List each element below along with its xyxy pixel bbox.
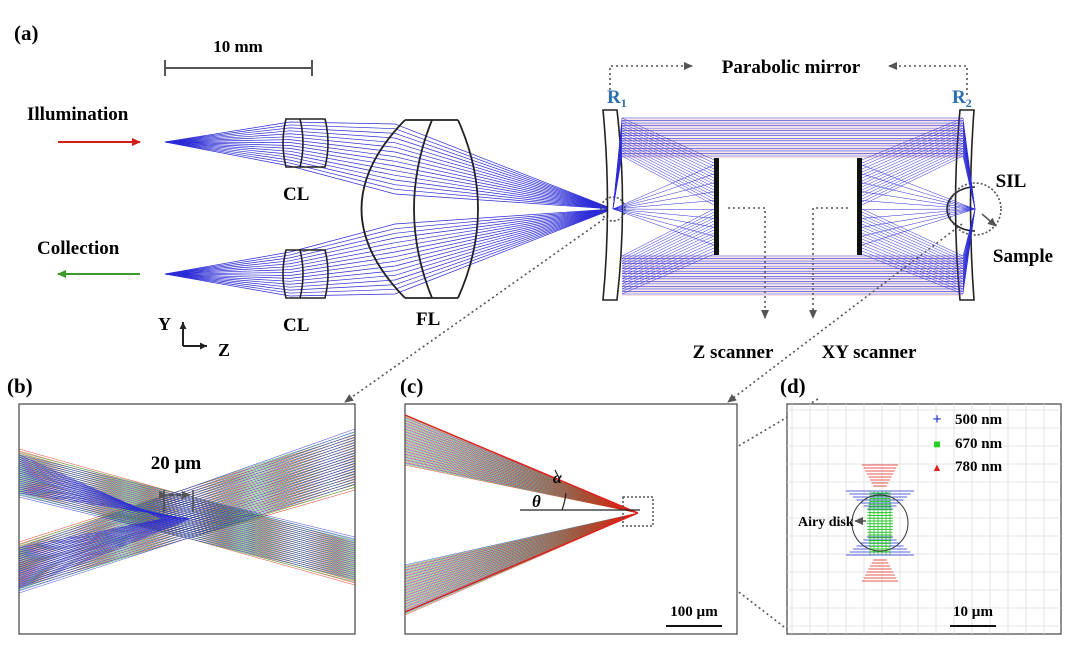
cylindrical-lens-top (282, 118, 329, 168)
theta-label: θ (532, 492, 541, 511)
panel-d-frame (786, 403, 1062, 635)
legend-label-670nm: 670 nm (955, 436, 1003, 452)
legend-d: + 500 nm ■ 670 nm ▲ 780 nm (932, 411, 1003, 475)
cylindrical-lens-bottom (282, 249, 329, 299)
axes-indicator (179, 322, 207, 350)
cl-label-top: CL (283, 184, 309, 205)
z-scanner-mirror (714, 158, 719, 255)
width-label-b: 20 µm (151, 453, 202, 474)
ray-fan-a (164, 121, 614, 297)
r1-label: R1 (607, 87, 627, 110)
panel-c-frame (404, 403, 738, 635)
scale-label-c: 100 µm (670, 604, 718, 620)
parabolic-mirror-label: Parabolic mirror (722, 57, 861, 78)
axis-y-label: Y (158, 314, 171, 334)
axis-z-label: Z (218, 340, 230, 360)
parabolic-mirror-leader (609, 62, 968, 95)
r2-label: R2 (952, 87, 972, 110)
sil-label: SIL (996, 171, 1027, 192)
legend-marker-780nm: ▲ (932, 462, 943, 474)
collection-label: Collection (37, 238, 120, 259)
ray-fan-c (405, 414, 639, 616)
scale-label-d: 10 µm (953, 604, 993, 620)
illumination-label: Illumination (27, 104, 129, 125)
focusing-lens (360, 119, 479, 299)
legend-label-500nm: 500 nm (955, 412, 1003, 428)
spot-diagram-d (846, 464, 914, 582)
legend-marker-670nm: ■ (933, 437, 940, 451)
cl-label-bottom: CL (283, 315, 309, 336)
ray-fan-b (19, 428, 355, 594)
panel-label-a: (a) (14, 21, 39, 45)
legend-marker-500nm: + (932, 411, 941, 428)
legend-item-780nm: ▲ 780 nm (932, 459, 1003, 475)
fl-label: FL (416, 309, 440, 330)
xy-scanner-mirror (857, 158, 862, 255)
width-marker-b (159, 490, 194, 512)
panel-label-d: (d) (780, 374, 806, 398)
panel-label-b: (b) (7, 374, 33, 398)
legend-label-780nm: 780 nm (955, 459, 1003, 475)
angle-annotations-c (520, 469, 640, 511)
legend-item-500nm: + 500 nm (932, 411, 1002, 428)
sample-label: Sample (993, 246, 1053, 267)
spot-grid-d (787, 404, 1061, 634)
airy-disk-circle (851, 494, 909, 552)
scanner-leaders (728, 207, 848, 319)
panel-label-c: (c) (400, 374, 423, 398)
scale-bar-a (164, 60, 313, 76)
mirror-r1 (602, 109, 624, 301)
alpha-label: α (553, 470, 563, 487)
scale-label-a: 10 mm (213, 37, 263, 56)
legend-item-670nm: ■ 670 nm (933, 436, 1002, 452)
ray-fan-mirror (612, 117, 976, 296)
focus-box-c (622, 496, 654, 527)
xy-scanner-label: XY scanner (822, 342, 917, 363)
z-scanner-label: Z scanner (693, 342, 774, 363)
sample-arrow (981, 213, 997, 227)
airy-disk-label: Airy disk (798, 515, 854, 530)
